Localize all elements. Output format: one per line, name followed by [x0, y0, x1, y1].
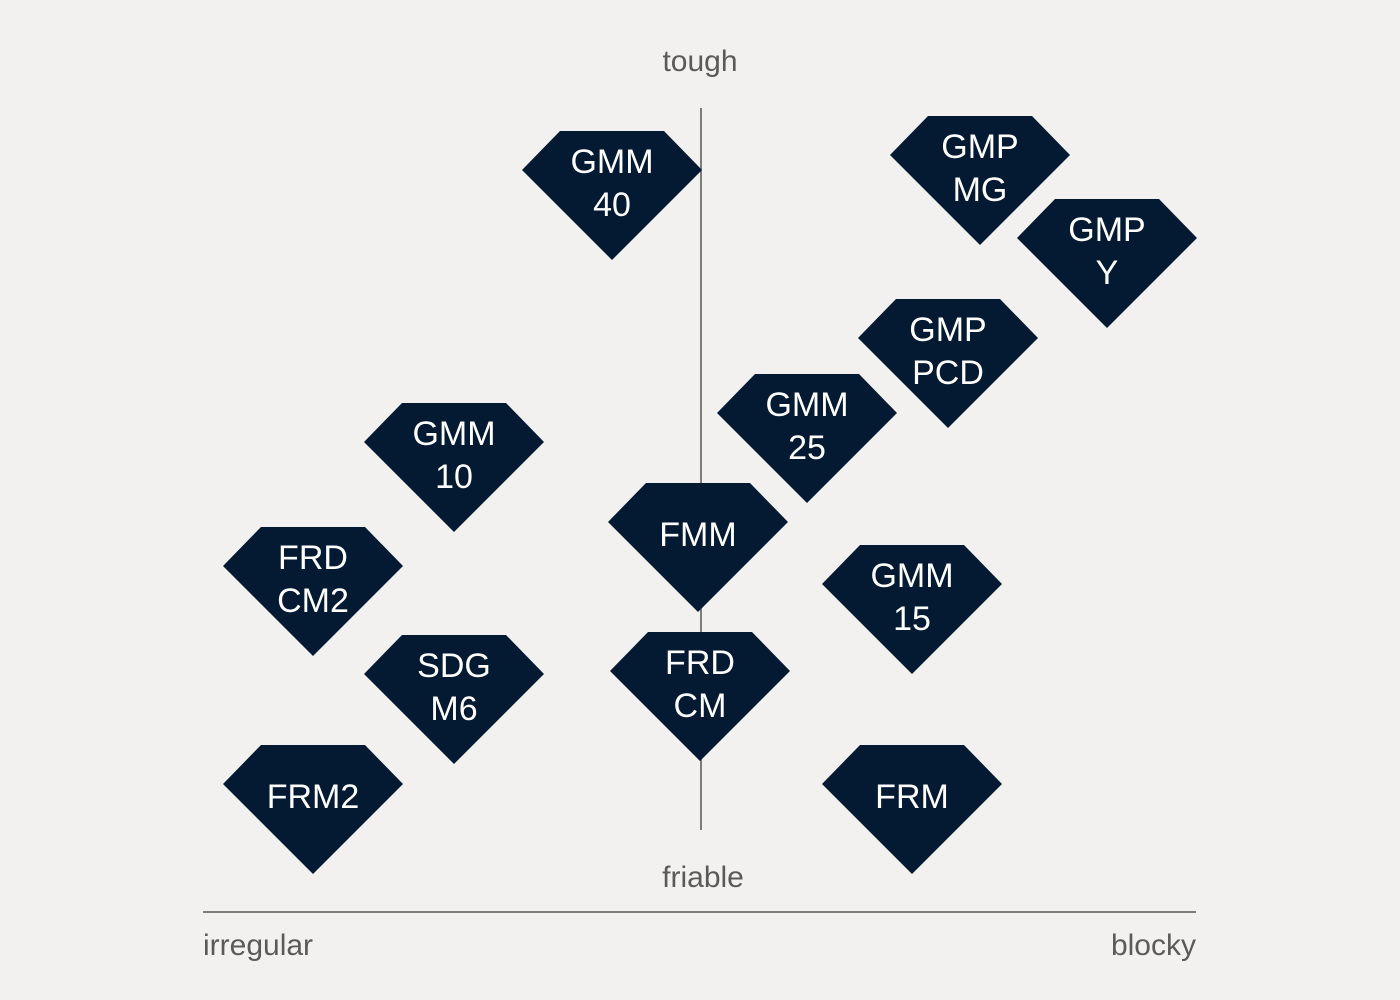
- gem-label: FRM2: [267, 778, 360, 816]
- gem-label: 15: [893, 600, 931, 638]
- axis-label-bottom: friable: [662, 861, 744, 894]
- gem-shape: [822, 545, 1002, 674]
- gem-label: FMM: [659, 516, 736, 554]
- gem-label: GMM: [412, 415, 495, 453]
- gem-label: GMP: [909, 311, 986, 349]
- gem-shape: [858, 299, 1038, 428]
- gem-label: PCD: [912, 354, 984, 392]
- gem-gmpy: GMP Y: [1017, 199, 1197, 328]
- gem-label: FRM: [875, 778, 949, 816]
- gem-shape: [364, 403, 544, 532]
- axis-label-left: irregular: [203, 929, 313, 962]
- gem-label: GMM: [870, 557, 953, 595]
- gems-layer: GMM40GMPMGGMPYGMPPCDGMM25GMM10FMMFRDCM2G…: [223, 116, 1197, 874]
- gem-label: FRD: [278, 539, 348, 577]
- gem-gmm25: GMM 25: [717, 374, 897, 503]
- gem-shape: [822, 745, 1002, 874]
- gem-gmm15: GMM 15: [822, 545, 1002, 674]
- gem-label: M6: [430, 690, 477, 728]
- gem-shape: [608, 483, 788, 612]
- gem-label: GMP: [941, 128, 1018, 166]
- gem-gmppcd: GMP PCD: [858, 299, 1038, 428]
- axis-label-right: blocky: [1111, 929, 1196, 962]
- gem-shape: [610, 632, 790, 761]
- gem-shape: [364, 635, 544, 764]
- gem-label: FRD: [665, 644, 735, 682]
- gem-label: MG: [953, 171, 1008, 209]
- gem-shape: [522, 131, 702, 260]
- gem-label: 10: [435, 458, 473, 496]
- gem-gmpmg: GMP MG: [890, 116, 1070, 245]
- gem-label: 25: [788, 429, 826, 467]
- gem-frdcm: FRD CM: [610, 632, 790, 761]
- gem-shape: [223, 745, 403, 874]
- gem-label: GMP: [1068, 211, 1145, 249]
- gem-gmm10: GMM 10: [364, 403, 544, 532]
- gem-label: GMM: [570, 143, 653, 181]
- gem-label: 40: [593, 186, 631, 224]
- gem-label: CM2: [277, 582, 349, 620]
- gem-frdcm2: FRD CM2: [223, 527, 403, 656]
- gem-frm2: FRM2: [223, 745, 403, 874]
- axis-label-top: tough: [662, 45, 737, 78]
- gem-shape: [223, 527, 403, 656]
- gem-shape: [890, 116, 1070, 245]
- gem-frm: FRM: [822, 745, 1002, 874]
- gem-label: GMM: [765, 386, 848, 424]
- gem-label: SDG: [417, 647, 491, 685]
- gem-sdgm6: SDG M6: [364, 635, 544, 764]
- gem-shape: [1017, 199, 1197, 328]
- gem-fmm: FMM: [608, 483, 788, 612]
- gem-label: CM: [674, 687, 727, 725]
- gem-shape: [717, 374, 897, 503]
- gem-label: Y: [1096, 254, 1119, 292]
- gem-gmm40: GMM 40: [522, 131, 702, 260]
